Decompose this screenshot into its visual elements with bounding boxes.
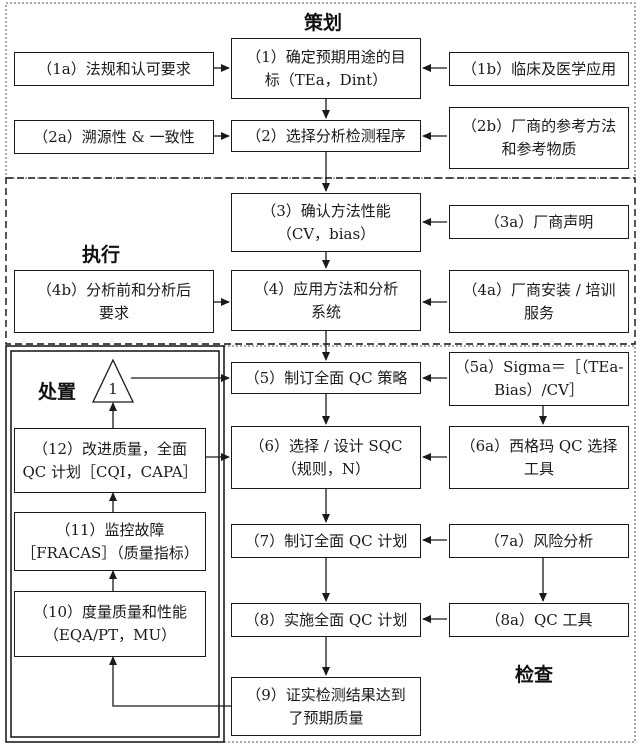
section-label-act: 处置 xyxy=(38,381,77,403)
box-text-line: （规则，N） xyxy=(281,459,371,478)
box-text-line: （4b）分析前和分析后 xyxy=(36,280,192,299)
box-text-line: 服务 xyxy=(523,303,554,322)
box-text-line: （5a）Sigma＝［（TEa- xyxy=(454,358,624,376)
act-region-frame-inner xyxy=(10,350,220,738)
step-7-box: （7）制订全面 QC 计划 xyxy=(231,524,421,558)
box-text-line: （8）实施全面 QC 计划 xyxy=(244,610,408,629)
box-text-line: ［FRACAS］（质量指标） xyxy=(21,543,199,562)
input-1b-box: （1b）临床及医学应用 xyxy=(449,52,629,86)
box-text-line: 要求 xyxy=(98,303,129,322)
box-text-line: （1b）临床及医学应用 xyxy=(461,59,617,78)
input-8a-box: （8a）QC 工具 xyxy=(449,603,629,637)
box-text-line: （1）确定预期用途的目 xyxy=(246,47,406,66)
input-2a-box: （2a）溯源性 & 一致性 xyxy=(14,120,214,154)
section-label-do: 执行 xyxy=(82,244,121,266)
input-4b-box: （4b）分析前和分析后要求 xyxy=(14,270,214,333)
step-1-box: （1）确定预期用途的目标（TEa，Dint） xyxy=(231,38,421,99)
input-1a-box: （1a）法规和认可要求 xyxy=(14,52,214,86)
step-2-box: （2）选择分析检测程序 xyxy=(231,120,421,152)
step-9-box: （9）证实检测结果达到了预期质量 xyxy=(231,677,421,736)
act-region-frame-outer xyxy=(5,345,225,743)
connector-number: 1 xyxy=(108,380,118,398)
step-4-box: （4）应用方法和分析系统 xyxy=(231,270,421,331)
step-11-box: （11）监控故障 ［FRACAS］（质量指标） xyxy=(14,512,206,571)
step-5-box: （5）制订全面 QC 策略 xyxy=(231,362,421,394)
plan-region-frame xyxy=(5,2,636,179)
section-label-plan: 策划 xyxy=(304,12,343,34)
box-text-line: （6）选择 / 设计 SQC xyxy=(249,436,403,455)
box-text-line: （1a）法规和认可要求 xyxy=(37,59,191,78)
box-text-line: 了预期质量 xyxy=(288,708,364,727)
box-text-line: （3）确认方法性能 xyxy=(261,201,391,220)
step-12-box: （12）改进质量，全面 QC 计划［CQI，CAPA］ xyxy=(14,428,206,493)
step-10-box: （10）度量质量和性能 （EQA/PT，MU） xyxy=(14,591,206,657)
step-6-box: （6）选择 / 设计 SQC （规则，N） xyxy=(231,426,421,489)
box-text-line: （4）应用方法和分析 xyxy=(253,279,399,298)
box-text-line: （5）制订全面 QC 策略 xyxy=(244,368,408,387)
box-text-line: （EQA/PT，MU） xyxy=(43,626,177,644)
input-3a-box: （3a）厂商声明 xyxy=(449,205,629,239)
box-text-line: （2b）厂商的参考方法 xyxy=(461,117,617,135)
box-text-line: 和参考物质 xyxy=(501,140,577,158)
box-text-line: （9）证实检测结果达到 xyxy=(246,685,406,704)
input-7a-box: （7a）风险分析 xyxy=(449,524,629,558)
box-text-line: （7）制订全面 QC 计划 xyxy=(244,531,408,550)
box-text-line: （11）监控故障 xyxy=(55,520,165,539)
box-text-line: 工具 xyxy=(523,459,554,478)
section-label-check: 检查 xyxy=(515,664,554,686)
box-text-line: （8a）QC 工具 xyxy=(485,610,593,629)
step-8-box: （8）实施全面 QC 计划 xyxy=(231,603,421,637)
box-text-line: （CV，bias） xyxy=(276,224,376,243)
box-text-line: （2）选择分析检测程序 xyxy=(246,126,406,145)
do-region-frame xyxy=(5,177,636,345)
input-5a-box: （5a）Sigma＝［（TEa- Bias）/CV］ xyxy=(449,352,629,406)
box-text-line: （2a）溯源性 & 一致性 xyxy=(33,127,195,146)
box-text-line: （10）度量质量和性能 xyxy=(32,603,188,621)
box-text-line: （6a）西格玛 QC 选择 xyxy=(460,436,618,455)
step-3-box: （3）确认方法性能 （CV，bias） xyxy=(231,193,421,252)
input-4a-box: （4a）厂商安装 / 培训服务 xyxy=(449,270,629,333)
box-text-line: （7a）风险分析 xyxy=(484,531,594,550)
box-text-line: 标（TEa，Dint） xyxy=(264,70,388,89)
box-text-line: （4a）厂商安装 / 培训 xyxy=(462,280,616,299)
box-text-line: QC 计划［CQI，CAPA］ xyxy=(22,462,198,481)
box-text-line: （3a）厂商声明 xyxy=(484,212,594,231)
box-text-line: Bias）/CV］ xyxy=(494,381,584,399)
box-text-line: （12）改进质量，全面 xyxy=(32,439,188,458)
connector-triangle-icon xyxy=(91,358,135,403)
arrow-9-to-10 xyxy=(109,656,231,707)
box-text-line: 系统 xyxy=(310,302,341,321)
input-2b-box: （2b）厂商的参考方法和参考物质 xyxy=(449,107,629,169)
input-6a-box: （6a）西格玛 QC 选择工具 xyxy=(449,426,629,489)
